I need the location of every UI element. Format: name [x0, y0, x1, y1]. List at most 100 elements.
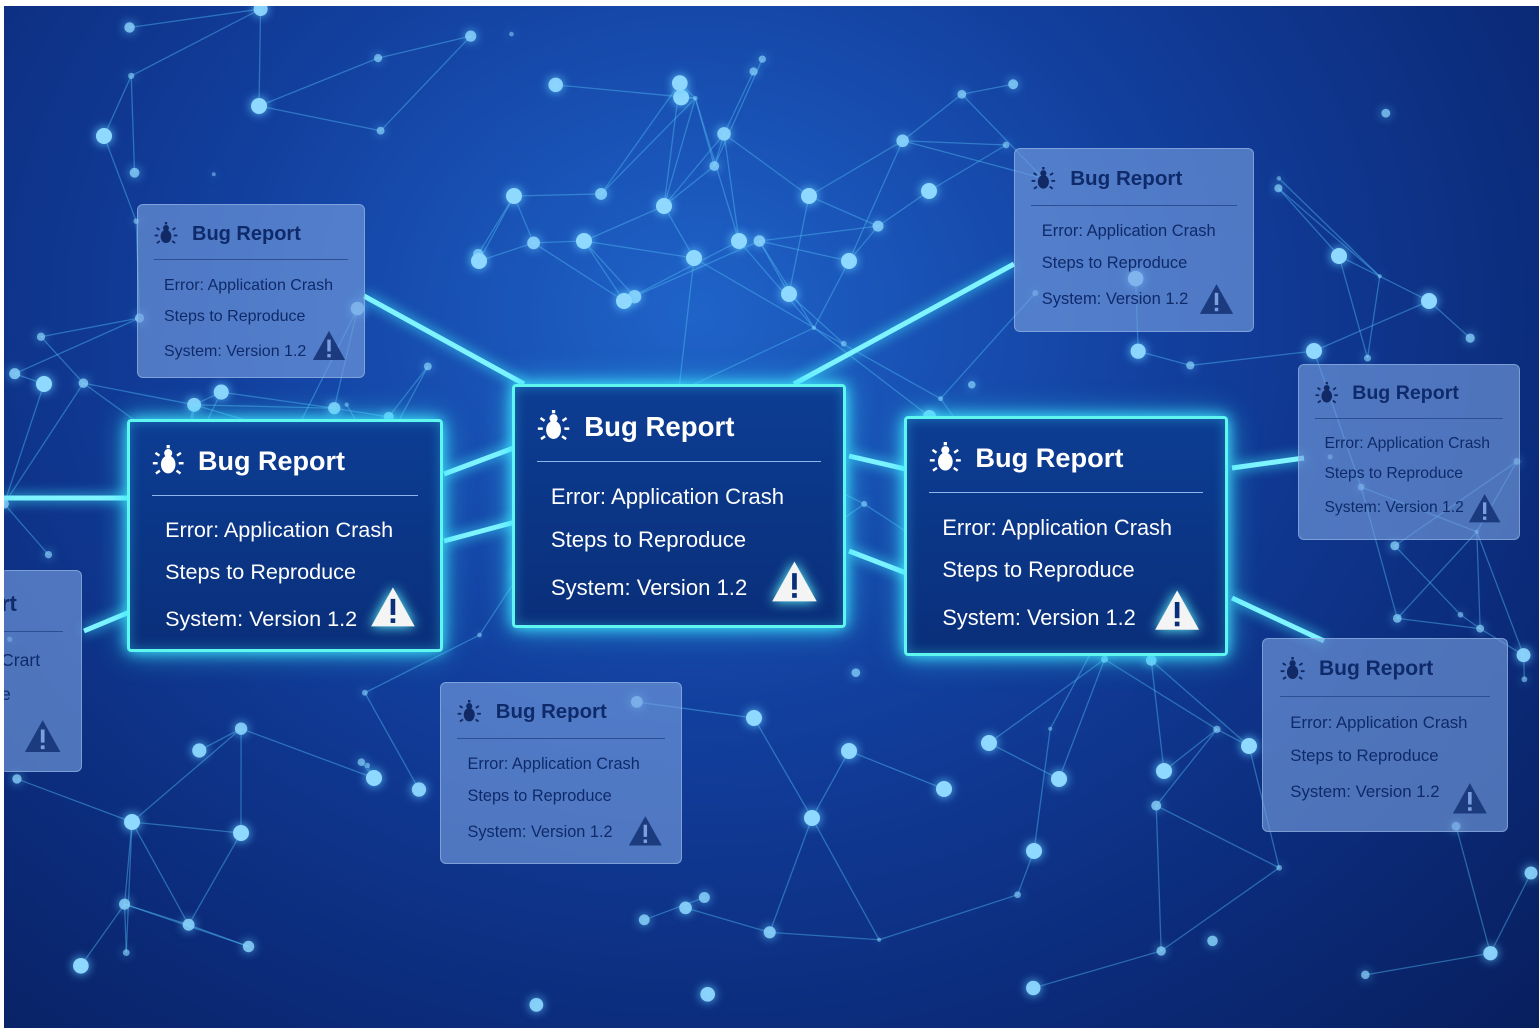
network-node: [1156, 763, 1172, 779]
network-node: [872, 220, 884, 232]
network-node: [686, 250, 702, 266]
card-system: System: Version 1.2: [164, 343, 307, 360]
network-link: [388, 366, 429, 418]
warning-triangle-icon: [24, 720, 61, 753]
network-link: [877, 190, 930, 227]
card-header: Bug Report: [154, 217, 348, 251]
network-node: [804, 810, 820, 826]
network-link: [125, 821, 133, 953]
network-node: [527, 236, 540, 250]
network-link: [188, 924, 249, 948]
network-link: [988, 658, 1105, 744]
card-error: Error: Application Crash: [1041, 221, 1216, 240]
card-title: Bug Report: [1352, 381, 1459, 404]
network-link: [758, 240, 815, 329]
network-node: [1213, 725, 1221, 734]
network-link: [533, 240, 585, 244]
network-node: [124, 814, 140, 830]
network-link: [1366, 276, 1381, 359]
network-node: [936, 781, 952, 797]
card-error: Error: Application Crash: [1290, 713, 1468, 733]
network-node: [44, 550, 53, 559]
card-title: Bug Report: [1070, 166, 1183, 190]
bug-report-card[interactable]: Bug Report Error: Application Crash Step…: [1014, 148, 1254, 332]
bug-report-card[interactable]: Bug Report Error: Application Crash Step…: [127, 419, 443, 652]
network-node: [671, 75, 688, 91]
network-link: [808, 195, 879, 227]
bug-report-card[interactable]: rt Crart e: [4, 570, 82, 772]
network-link: [808, 140, 903, 197]
card-divider: [1031, 204, 1237, 206]
network-node: [811, 325, 817, 330]
network-link: [1396, 531, 1478, 619]
network-node: [921, 183, 937, 199]
network-link: [221, 391, 335, 409]
network-link: [1150, 659, 1250, 747]
network-link: [663, 205, 695, 259]
bug-report-card[interactable]: Bug Report Error: Application Crash Step…: [137, 204, 365, 378]
network-node: [1331, 248, 1347, 264]
network-link: [1428, 300, 1471, 339]
network-link: [1160, 867, 1280, 952]
glow-connector: [443, 518, 520, 544]
network-link: [644, 896, 705, 921]
card-error: Error: Application Crash: [467, 755, 640, 774]
network-node: [1008, 79, 1019, 90]
bug-report-card[interactable]: Bug Report Error: Application Crash Step…: [1298, 364, 1520, 540]
network-node: [1364, 354, 1372, 362]
network-link: [1104, 658, 1218, 730]
network-node: [253, 6, 268, 17]
card-steps: Steps to Reproduce: [165, 559, 356, 585]
glow-connector: [848, 453, 915, 474]
warning-triangle-icon: [312, 331, 346, 360]
network-link: [1137, 350, 1191, 367]
network-node: [361, 689, 368, 696]
bug-report-card[interactable]: Bug Report Error: Application Crash Step…: [440, 682, 682, 864]
network-node: [373, 53, 383, 63]
network-node: [981, 735, 997, 751]
network-node: [693, 95, 698, 101]
network-link: [694, 97, 715, 167]
bug-report-card[interactable]: Bug Report Error: Application Crash Step…: [1262, 638, 1508, 832]
card-steps: Steps to Reproduce: [1041, 253, 1188, 272]
network-node: [364, 762, 371, 769]
network-link: [1155, 805, 1162, 951]
network-node: [477, 632, 482, 638]
network-node: [73, 957, 89, 974]
network-node: [1381, 108, 1391, 118]
card-error: Error: Application Crash: [165, 517, 394, 543]
card-system: System: Version 1.2: [1290, 782, 1440, 802]
network-link: [1033, 950, 1162, 989]
network-node: [1051, 771, 1067, 787]
network-node: [638, 914, 650, 926]
network-link: [678, 327, 815, 393]
network-node: [376, 126, 385, 135]
network-node: [9, 368, 21, 380]
card-divider: [154, 259, 348, 260]
card-error: Error: Application Crash: [942, 515, 1173, 541]
network-link: [258, 57, 379, 107]
network-link: [477, 195, 515, 255]
network-node: [840, 340, 847, 347]
bug-report-card[interactable]: Bug Report Error: Application Crash Step…: [904, 416, 1228, 656]
network-link: [258, 9, 262, 107]
network-link: [848, 750, 945, 790]
network-node: [1392, 614, 1402, 623]
network-node: [12, 774, 22, 784]
card-header: Bug Report: [1315, 377, 1504, 410]
network-link: [685, 907, 770, 933]
network-link: [623, 240, 760, 302]
network-link: [583, 240, 636, 298]
network-link: [1489, 872, 1532, 954]
network-node: [251, 98, 267, 114]
bug-report-card[interactable]: Bug Report Error: Application Crash Step…: [512, 384, 846, 628]
network-node: [1145, 655, 1157, 666]
network-node: [709, 161, 720, 171]
card-steps: Steps to Reproduce: [1324, 465, 1463, 483]
card-error: Error: Application Crash: [164, 277, 333, 294]
network-node: [1014, 891, 1021, 899]
network-link: [103, 75, 132, 137]
network-link: [583, 240, 695, 259]
network-node: [1002, 141, 1010, 149]
network-link: [759, 225, 879, 242]
